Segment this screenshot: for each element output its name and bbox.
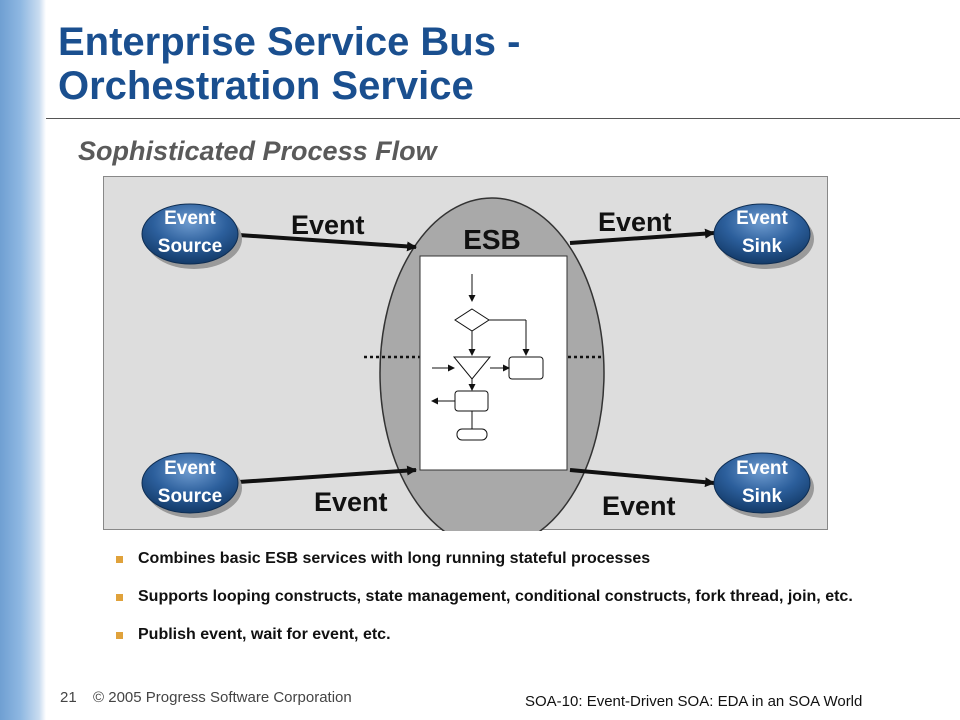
bullet-marker	[116, 594, 123, 601]
subtitle: Sophisticated Process Flow	[78, 136, 437, 166]
footer-left: 21 © 2005 Progress Software Corporation	[60, 689, 352, 706]
esb-diagram: ESB Event Event Event Event	[103, 176, 828, 531]
arrow-esb-to-sink-top	[569, 228, 715, 245]
node-label-line1: Event	[736, 208, 788, 229]
node-label-line2: Sink	[742, 236, 783, 257]
node-label-line1: Event	[736, 458, 788, 479]
esb-label: ESB	[463, 224, 521, 255]
event-source-node-top: Event Source	[141, 203, 242, 269]
node-label-line1: Event	[164, 458, 216, 479]
bullet-list: Combines basic ESB services with long ru…	[116, 546, 916, 660]
event-label-top-left: Event	[291, 210, 365, 240]
copyright: © 2005 Progress Software Corporation	[93, 689, 352, 706]
arrow-esb-to-sink-bottom	[569, 468, 715, 488]
process-flow-box	[419, 255, 568, 471]
arrow-source-top-to-esb	[223, 232, 417, 252]
arrow-source-bottom-to-esb	[223, 465, 417, 485]
title-divider	[46, 118, 960, 119]
page-title: Enterprise Service Bus - Orchestration S…	[58, 20, 938, 108]
bullet-item: Publish event, wait for event, etc.	[116, 622, 916, 648]
bullet-item: Supports looping constructs, state manag…	[116, 584, 916, 610]
event-label-top-right: Event	[598, 207, 672, 237]
process-flowchart	[431, 274, 544, 441]
title-line-2: Orchestration Service	[58, 64, 474, 108]
node-label-line2: Sink	[742, 486, 783, 507]
event-label-bottom-left: Event	[314, 487, 388, 517]
esb-diagram-svg: ESB Event Event Event Event	[141, 197, 814, 531]
bullet-marker	[116, 556, 123, 563]
node-label-line1: Event	[164, 208, 216, 229]
event-source-node-bottom: Event Source	[141, 452, 242, 518]
node-label-line2: Source	[158, 236, 222, 257]
session-title: SOA-10: Event-Driven SOA: EDA in an SOA …	[525, 693, 863, 710]
event-sink-node-top: Event Sink	[713, 203, 814, 269]
bullet-text: Supports looping constructs, state manag…	[138, 588, 853, 605]
bullet-text: Combines basic ESB services with long ru…	[138, 550, 651, 567]
event-label-bottom-right: Event	[602, 491, 676, 521]
bullet-item: Combines basic ESB services with long ru…	[116, 546, 916, 572]
bullet-marker	[116, 632, 123, 639]
node-label-line2: Source	[158, 486, 222, 507]
decorative-left-band	[0, 0, 46, 720]
title-line-1: Enterprise Service Bus -	[58, 20, 521, 64]
slide-number: 21	[60, 689, 77, 706]
bullet-text: Publish event, wait for event, etc.	[138, 626, 391, 643]
event-sink-node-bottom: Event Sink	[713, 452, 814, 518]
